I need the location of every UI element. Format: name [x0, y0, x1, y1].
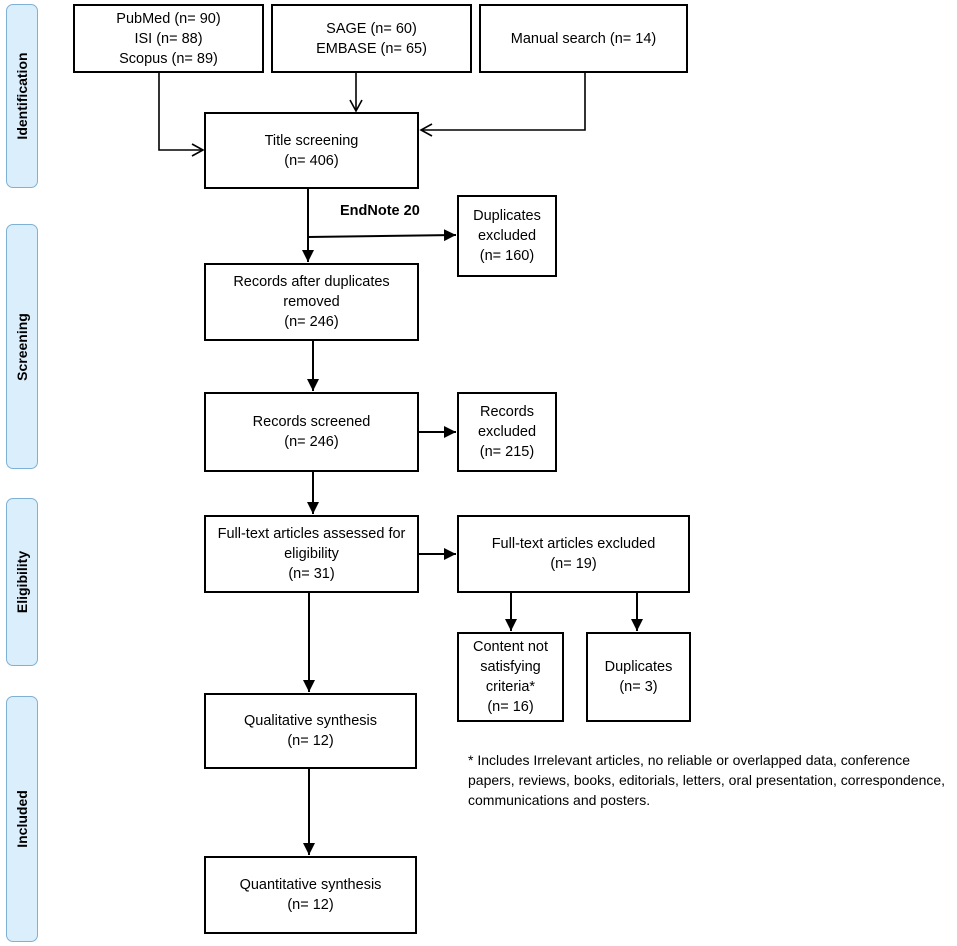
box-line: (n= 19) — [550, 556, 597, 572]
box-line: Duplicates — [473, 208, 541, 224]
phase-included-label: Included — [14, 790, 30, 848]
box-line: Quantitative synthesis — [239, 877, 382, 893]
box-line: Qualitative synthesis — [244, 713, 377, 729]
box-records-excluded: Records excluded (n= 215) — [457, 392, 557, 472]
box-line: criteria* — [485, 679, 536, 695]
source-line: EMBASE (n= 65) — [316, 40, 427, 57]
phase-identification: Identification — [6, 4, 38, 188]
phase-eligibility-label: Eligibility — [14, 550, 30, 614]
phase-screening: Screening — [6, 224, 38, 469]
source-databases-2: SAGE (n= 60) EMBASE (n= 65) — [271, 4, 472, 73]
box-line: (n= 406) — [284, 152, 339, 169]
box-line: (n= 31) — [288, 566, 335, 582]
box-line: (n= 215) — [479, 444, 535, 460]
box-line: excluded — [477, 424, 537, 440]
box-line: (n= 12) — [287, 897, 334, 913]
box-line: Content not — [473, 639, 548, 655]
box-line: removed — [283, 294, 340, 310]
source-line: PubMed (n= 90) — [116, 10, 221, 27]
phase-screening-label: Screening — [14, 312, 30, 381]
box-line: Full-text articles assessed for — [217, 526, 406, 542]
arrow-to-duplicates-excluded — [307, 229, 457, 242]
box-content-not-satisfying: Content not satisfying criteria* (n= 16) — [457, 632, 564, 722]
box-line: Duplicates — [604, 659, 673, 675]
box-line: eligibility — [284, 546, 339, 562]
footnote: * Includes Irrelevant articles, no relia… — [468, 752, 946, 808]
box-line: Records after duplicates — [233, 274, 390, 290]
phase-identification-label: Identification — [14, 52, 30, 140]
box-line: (n= 12) — [287, 733, 334, 749]
box-quantitative-synthesis: Quantitative synthesis (n= 12) — [204, 856, 417, 934]
source-line: SAGE (n= 60) — [326, 20, 417, 37]
source-manual-search: Manual search (n= 14) — [479, 4, 688, 73]
box-duplicates-excluded: Duplicates excluded (n= 160) — [457, 195, 557, 277]
box-line: (n= 246) — [284, 434, 339, 450]
box-line: Records screened — [252, 414, 371, 430]
box-fulltext-excluded: Full-text articles excluded (n= 19) — [457, 515, 690, 593]
box-records-screened: Records screened (n= 246) — [204, 392, 419, 472]
box-line: satisfying — [480, 659, 541, 675]
source-line: Scopus (n= 89) — [119, 50, 218, 67]
box-title-screening: Title screening (n= 406) — [204, 112, 419, 189]
source-line: Manual search (n= 14) — [510, 30, 657, 47]
box-line: Title screening — [264, 132, 359, 149]
box-line: (n= 160) — [479, 248, 535, 264]
box-line: Full-text articles excluded — [491, 536, 656, 552]
box-line: (n= 3) — [619, 679, 658, 695]
box-fulltext-assessed: Full-text articles assessed for eligibil… — [204, 515, 419, 593]
box-line: Records — [480, 404, 534, 420]
connector-db-group-1 — [158, 72, 205, 157]
source-line: ISI (n= 88) — [134, 30, 203, 47]
phase-included: Included — [6, 696, 38, 942]
box-duplicates-3: Duplicates (n= 3) — [586, 632, 691, 722]
source-databases-1: PubMed (n= 90) ISI (n= 88) Scopus (n= 89… — [73, 4, 264, 73]
box-line: (n= 16) — [487, 699, 534, 715]
box-qualitative-synthesis: Qualitative synthesis (n= 12) — [204, 693, 417, 769]
phase-eligibility: Eligibility — [6, 498, 38, 666]
box-line: (n= 246) — [284, 314, 339, 330]
connector-manual — [419, 72, 586, 137]
box-records-after-duplicates: Records after duplicates removed (n= 246… — [204, 263, 419, 341]
endnote-label: EndNote 20 — [340, 203, 420, 219]
box-line: excluded — [477, 228, 537, 244]
